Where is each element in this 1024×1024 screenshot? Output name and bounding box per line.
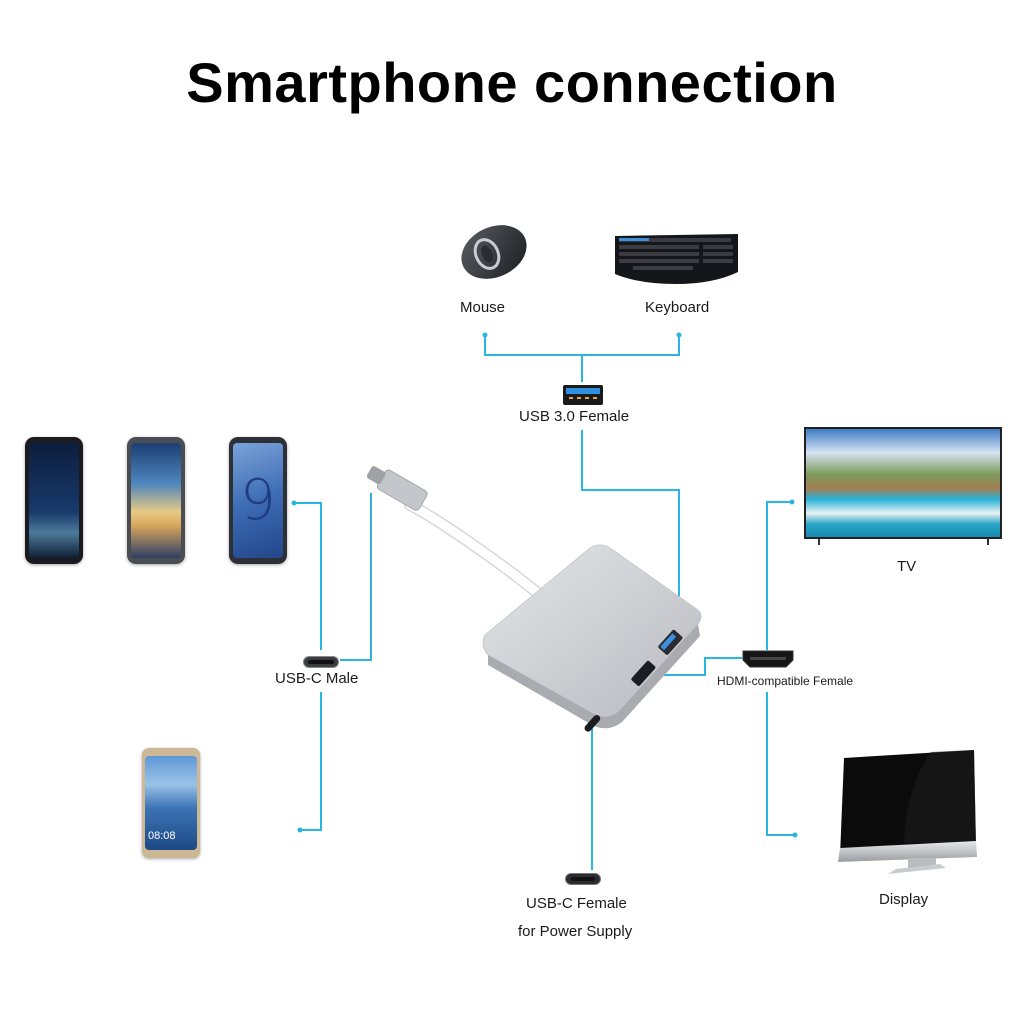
power-label-line2: for Power Supply: [518, 923, 633, 940]
display-device: [836, 748, 978, 880]
mouse-label: Mouse: [460, 299, 506, 316]
phone-4-clock: 08:08: [148, 830, 176, 842]
tv-device: [804, 427, 1002, 545]
phone-3: 9: [229, 437, 287, 564]
phone-4-screen: 08:08: [145, 756, 197, 850]
hdmi-female-port: [742, 650, 794, 668]
usb3-female-label: USB 3.0 Female: [519, 408, 630, 425]
phone-2-screen: [131, 443, 181, 558]
keyboard-label: Keyboard: [645, 299, 710, 316]
keyboard-device: [613, 232, 740, 286]
hub-adapter-icon: [366, 466, 702, 732]
usb-c-icon: [303, 656, 339, 668]
usb-c-hub-adapter: [360, 460, 705, 750]
keyboard-icon: [615, 234, 738, 284]
mouse-device: [455, 218, 533, 282]
hdmi-female-label: HDMI-compatible Female: [717, 674, 854, 688]
monitor-icon: [838, 750, 977, 874]
phone-3-screen: 9: [233, 443, 283, 558]
phone-4: 08:08: [142, 748, 200, 858]
phone-1: [25, 437, 83, 564]
usb-c-male-label: USB-C Male: [275, 670, 359, 687]
usb-c-icon: [565, 873, 601, 885]
phone-1-screen: [29, 443, 79, 558]
hdmi-port-icon: [742, 650, 794, 668]
page-title: Smartphone connection: [186, 51, 838, 114]
phone-2: [127, 437, 185, 564]
usb-c-female-port: [565, 872, 601, 885]
usb-a-port-icon: [563, 385, 603, 405]
tv-label: TV: [897, 558, 917, 575]
mouse-icon: [461, 225, 527, 279]
tv-icon: [804, 427, 1002, 539]
display-label: Display: [879, 891, 929, 908]
power-label-line1: USB-C Female: [526, 895, 627, 912]
usb3-female-port: [563, 385, 603, 405]
usb-c-male-connector: [303, 655, 339, 668]
